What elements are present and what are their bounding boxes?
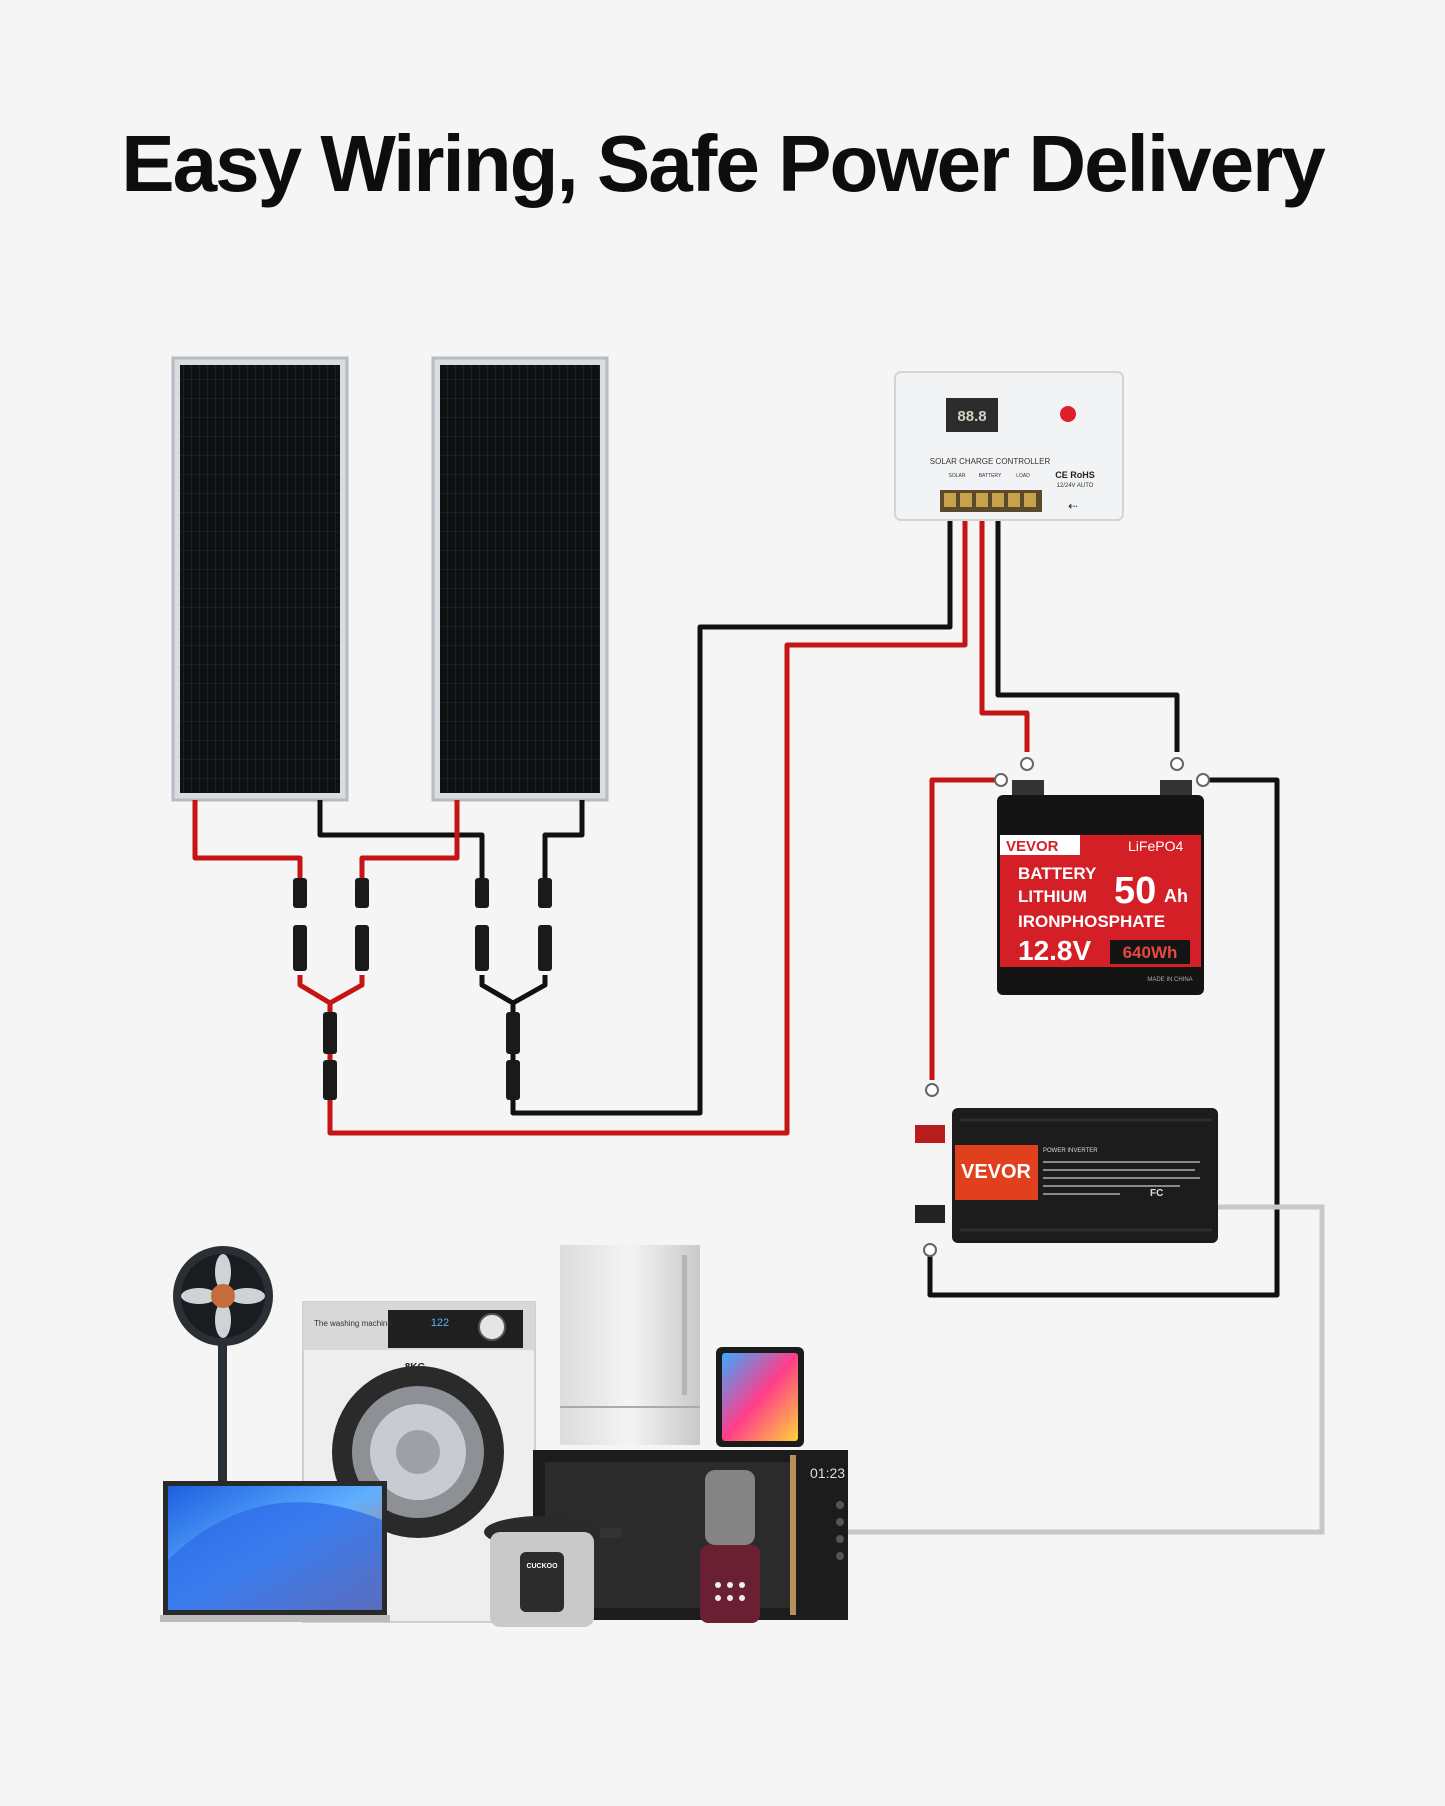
blender [700,1470,760,1623]
controller-indicator-led [1060,406,1076,422]
ac-output-cable [840,1204,1325,1535]
panel1-negative-wire [317,800,485,880]
battery-positive-to-controller [979,520,1030,752]
battery-line3: IRONPHOSPHATE [1018,912,1165,931]
washer-display: 122 [431,1317,449,1329]
solar-panel-left [171,356,349,802]
refrigerator [560,1245,700,1445]
standing-fan [173,1246,273,1490]
solar-panel-right [431,356,609,802]
controller-terminal-screws [944,493,1036,507]
battery-line2: LITHIUM [1018,887,1087,906]
battery-capacity: 50 [1114,870,1156,912]
controller-cert: CE RoHS [1055,470,1095,480]
battery-energy: 640Wh [1123,943,1178,962]
controller-display: 88.8 [957,408,986,425]
controller-terminal-solar: SOLAR [949,473,966,479]
laptop [160,1481,390,1622]
battery-negative-to-controller [995,520,1180,752]
battery-voltage: 12.8V [1018,935,1091,966]
battery-pos-to-inverter [929,777,995,1080]
solar-positive-to-controller [327,520,968,1136]
controller-voltage: 12/24V AUTO [1057,483,1094,489]
page-title: Easy Wiring, Safe Power Delivery [121,119,1325,208]
washer-label: The washing machine [314,1319,392,1328]
ring-terminals [923,757,1210,1257]
controller-terminal-battery: BATTERY [979,473,1002,479]
pressure-cooker: CUCKOO [484,1516,622,1627]
power-inverter: VEVOR POWER INVERTER FC [915,1108,1218,1243]
cooker-brand: CUCKOO [526,1563,558,1570]
inverter-heading: POWER INVERTER [1043,1148,1098,1154]
dc-wires-positive [192,520,1030,1136]
panel2-positive-wire [359,800,460,880]
panel2-negative-wire [542,800,585,880]
solar-charge-controller: 88.8 SOLAR CHARGE CONTROLLER SOLAR BATTE… [894,371,1124,521]
battery-made-in: MADE IN CHINA [1147,977,1192,983]
usb-icon: ⇠ [1068,499,1078,513]
battery-line1: BATTERY [1018,864,1097,883]
lifepo4-battery: VEVOR LiFePO4 BATTERY LITHIUM 50 Ah IRON… [997,780,1204,995]
battery-capacity-unit: Ah [1164,886,1188,906]
battery-neg-to-inverter [927,777,1280,1298]
inverter-fcc: FC [1150,1188,1163,1199]
y-branch-negative [479,975,548,1006]
controller-label: SOLAR CHARGE CONTROLLER [930,457,1051,466]
inverter-brand: VEVOR [961,1161,1032,1183]
microwave-clock: 01:23 [810,1465,845,1481]
y-branch-positive [297,975,365,1006]
battery-chemistry: LiFePO4 [1128,838,1183,854]
inverter-spec-text [1043,1161,1200,1195]
battery-brand: VEVOR [1006,838,1059,855]
mc4-connectors [293,878,552,1100]
tablet [716,1347,804,1447]
controller-terminal-load: LOAD [1016,473,1030,479]
panel1-positive-wire [192,800,303,880]
